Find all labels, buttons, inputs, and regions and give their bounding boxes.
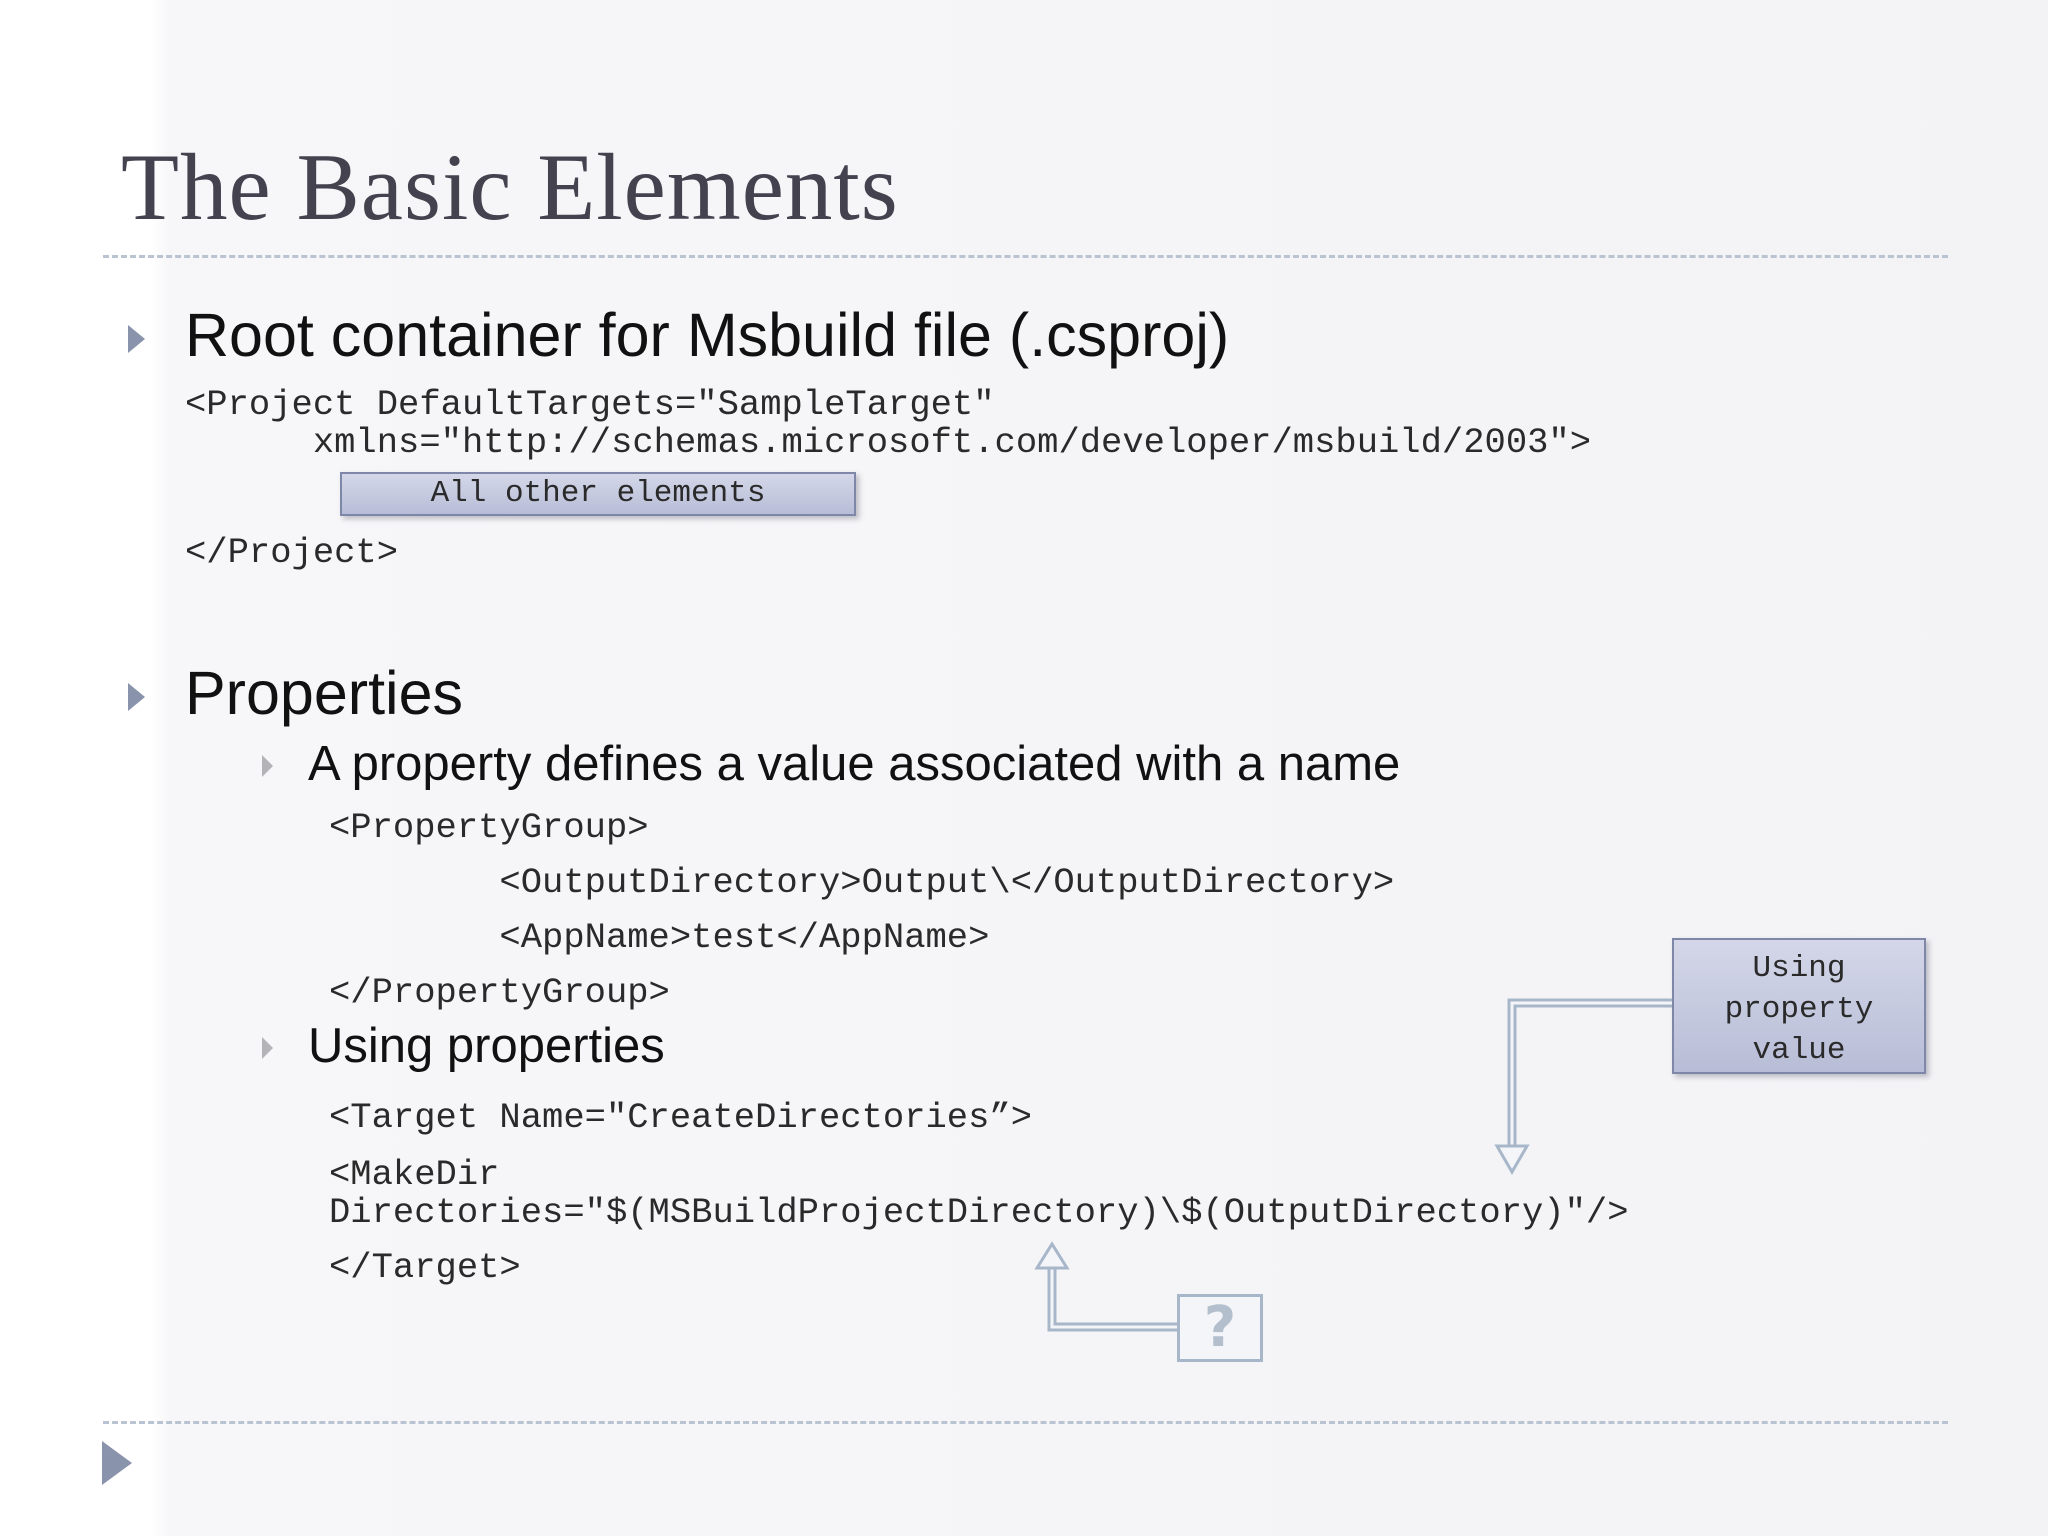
small-triangle-right-icon — [262, 755, 273, 777]
subbullet-using-properties: Using properties — [308, 1019, 665, 1073]
code-project-close: </Project> — [185, 532, 399, 573]
bottom-divider — [103, 1421, 1948, 1424]
bullet-root-container: Root container for Msbuild file (.csproj… — [185, 301, 1230, 369]
code-target-open: <Target Name="CreateDirectories”> — [329, 1097, 1033, 1138]
bullet-properties: Properties — [185, 659, 464, 727]
help-symbol: ? — [1203, 1295, 1237, 1360]
code-propertygroup-close: </PropertyGroup> — [329, 972, 670, 1013]
triangle-right-icon — [128, 325, 145, 353]
callout-line: Using — [1752, 951, 1846, 986]
code-makedir-directories: Directories="$(MSBuildProjectDirectory)\… — [329, 1192, 1629, 1233]
small-triangle-right-icon — [262, 1037, 273, 1059]
next-slide-icon[interactable] — [102, 1441, 132, 1485]
callout-line: property — [1724, 992, 1874, 1027]
arrow-to-output-directory — [1507, 998, 1672, 1148]
subbullet-property-definition: A property defines a value associated wi… — [308, 737, 1401, 791]
code-project-open: <Project DefaultTargets="SampleTarget" — [185, 384, 995, 425]
code-project-xmlns: xmlns="http://schemas.microsoft.com/deve… — [185, 422, 1592, 463]
top-divider — [103, 255, 1948, 258]
question-mark-icon: ? — [1177, 1294, 1263, 1362]
code-makedir: <MakeDir — [329, 1154, 500, 1195]
code-propertygroup-open: <PropertyGroup> — [329, 807, 649, 848]
arrow-to-msbuild-project-directory — [1047, 1266, 1177, 1332]
slide-title: The Basic Elements — [121, 134, 899, 240]
callout-all-other-elements: All other elements — [340, 472, 856, 516]
callout-line: value — [1752, 1033, 1846, 1068]
code-appname: <AppName>test</AppName> — [329, 917, 990, 958]
triangle-right-icon — [128, 683, 145, 711]
code-target-close: </Target> — [329, 1247, 521, 1288]
callout-using-property-value: Using property value — [1672, 938, 1926, 1074]
code-outputdirectory: <OutputDirectory>Output\</OutputDirector… — [329, 862, 1395, 903]
